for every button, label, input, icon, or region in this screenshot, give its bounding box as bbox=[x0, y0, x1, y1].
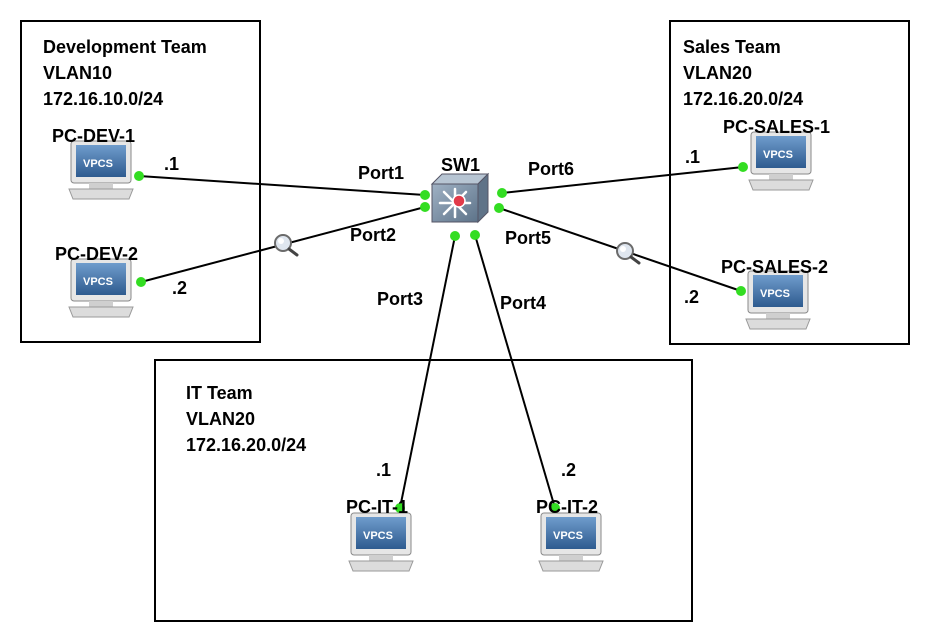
pc-dev-2-addr: .2 bbox=[172, 278, 187, 298]
pc-sales-1[interactable]: VPCS bbox=[748, 131, 814, 191]
zone-sales bbox=[669, 20, 910, 345]
pc-dev-2-name: PC-DEV-2 bbox=[55, 244, 138, 264]
zone-it bbox=[154, 359, 693, 622]
pc-it-2[interactable]: VPCS bbox=[538, 512, 604, 572]
it-zone-subnet: 172.16.20.0/24 bbox=[186, 435, 306, 455]
endpoint-dot-port2 bbox=[420, 202, 430, 212]
pc-sales-2-name: PC-SALES-2 bbox=[721, 257, 828, 277]
endpoint-dot-sales2 bbox=[736, 286, 746, 296]
pc-dev-1-vpcs-badge: VPCS bbox=[83, 158, 113, 170]
endpoint-dot-dev2 bbox=[136, 277, 146, 287]
pc-sales-1-name: PC-SALES-1 bbox=[723, 117, 830, 137]
pc-dev-1-name: PC-DEV-1 bbox=[52, 126, 135, 146]
pc-dev-1[interactable]: VPCS bbox=[68, 140, 134, 200]
switch-name-label: SW1 bbox=[441, 155, 480, 175]
endpoint-dot-it1 bbox=[395, 503, 405, 513]
pc-sales-1-vpcs-badge: VPCS bbox=[763, 149, 793, 161]
pc-it-2-addr: .2 bbox=[561, 460, 576, 480]
endpoint-dot-port5 bbox=[494, 203, 504, 213]
pc-dev-2-vpcs-badge: VPCS bbox=[83, 276, 113, 288]
link-dev1-sw1[interactable] bbox=[138, 175, 426, 196]
link-endpoints bbox=[134, 162, 748, 513]
it-zone-title: IT Team bbox=[186, 383, 253, 403]
pc-it-1-vpcs-badge: VPCS bbox=[363, 530, 393, 542]
dev-zone-vlan: VLAN10 bbox=[43, 63, 112, 83]
dev-zone-title: Development Team bbox=[43, 37, 207, 57]
pc-it-2-vpcs-badge: VPCS bbox=[553, 530, 583, 542]
port4-label: Port4 bbox=[500, 293, 546, 313]
pc-sales-1-addr: .1 bbox=[685, 147, 700, 167]
link-it1-sw1[interactable] bbox=[399, 235, 456, 509]
pc-it-1[interactable]: VPCS bbox=[348, 512, 414, 572]
pc-dev-1-addr: .1 bbox=[164, 154, 179, 174]
sales-zone-title: Sales Team bbox=[683, 37, 781, 57]
pc-it-1-addr: .1 bbox=[376, 460, 391, 480]
pc-it-1-name: PC-IT-1 bbox=[346, 497, 408, 517]
pc-sales-2-addr: .2 bbox=[684, 287, 699, 307]
pc-dev-2[interactable]: VPCS bbox=[68, 258, 134, 318]
endpoint-dot-dev1 bbox=[134, 171, 144, 181]
zone-dev bbox=[20, 20, 261, 343]
capture-magnifier-icon-dev2[interactable] bbox=[273, 233, 299, 257]
pc-it-2-name: PC-IT-2 bbox=[536, 497, 598, 517]
link-it2-sw1[interactable] bbox=[474, 234, 556, 509]
dev-zone-subnet: 172.16.10.0/24 bbox=[43, 89, 163, 109]
endpoint-dot-port3 bbox=[450, 231, 460, 241]
port3-label: Port3 bbox=[377, 289, 423, 309]
endpoint-dot-it2 bbox=[550, 503, 560, 513]
capture-magnifier-icon-sales2[interactable] bbox=[615, 241, 641, 265]
multilayer-switch-icon[interactable] bbox=[430, 172, 490, 224]
endpoint-dot-port4 bbox=[470, 230, 480, 240]
sales-zone-vlan: VLAN20 bbox=[683, 63, 752, 83]
port5-label: Port5 bbox=[505, 228, 551, 248]
endpoint-dot-sales1 bbox=[738, 162, 748, 172]
link-sales1-sw1[interactable] bbox=[501, 166, 744, 194]
pc-sales-2[interactable]: VPCS bbox=[745, 270, 811, 330]
port1-label: Port1 bbox=[358, 163, 404, 183]
pc-sales-2-vpcs-badge: VPCS bbox=[760, 288, 790, 300]
it-zone-vlan: VLAN20 bbox=[186, 409, 255, 429]
port6-label: Port6 bbox=[528, 159, 574, 179]
sales-zone-subnet: 172.16.20.0/24 bbox=[683, 89, 803, 109]
port2-label: Port2 bbox=[350, 225, 396, 245]
endpoint-dot-port1 bbox=[420, 190, 430, 200]
endpoint-dot-port6 bbox=[497, 188, 507, 198]
